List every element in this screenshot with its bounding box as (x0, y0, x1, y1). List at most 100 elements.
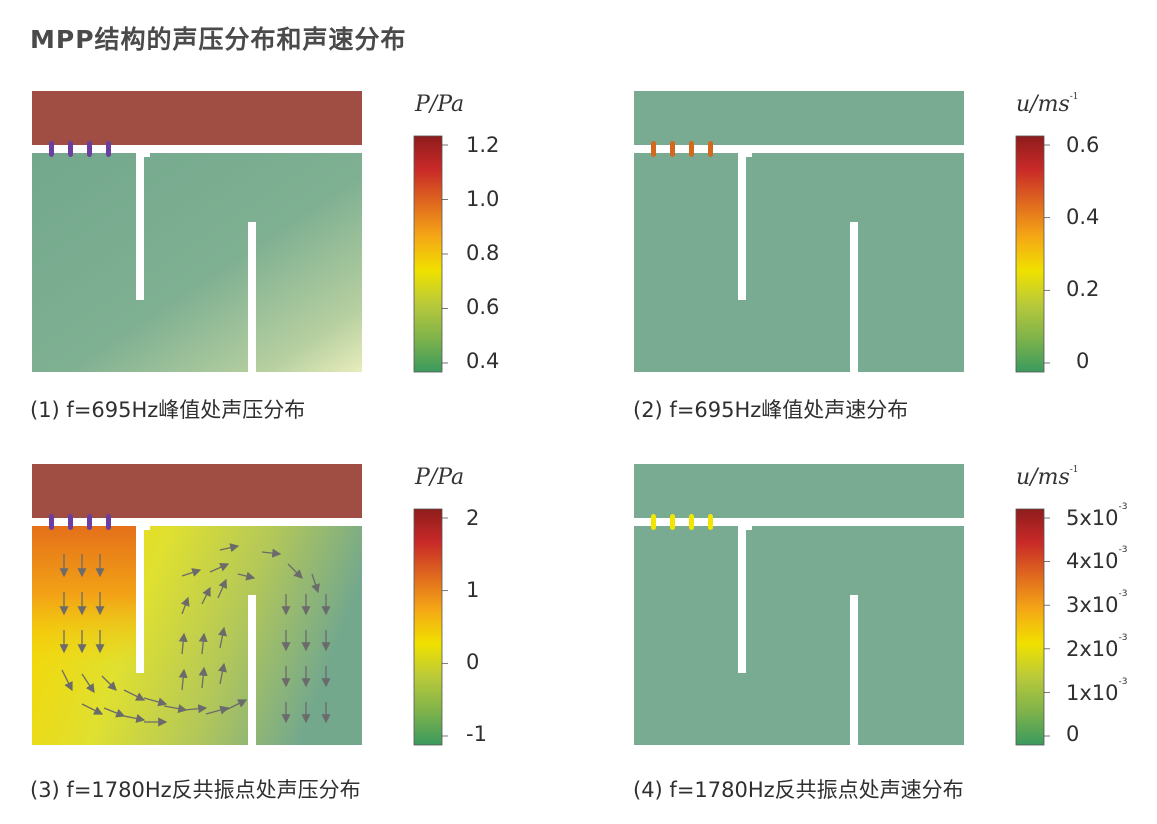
flow-arrow (225, 699, 248, 711)
baffle-right (850, 595, 858, 745)
colorbar-tick-2-1: 0.4 (1066, 205, 1100, 229)
hot-zone (32, 526, 136, 666)
perforation-slot (708, 141, 713, 157)
flow-arrow (178, 668, 188, 691)
flow-arrow (217, 578, 227, 599)
perforation-slot (106, 141, 111, 157)
flow-arrow (311, 573, 320, 594)
colorbar-tick-4-4: 1x10-3 (1066, 677, 1128, 705)
perforation-slot (651, 141, 656, 157)
perforation-slot (68, 141, 73, 157)
gap (144, 524, 150, 530)
perforation-slot (87, 514, 92, 530)
colorbar-tick-1-1: 1.0 (466, 187, 500, 211)
perforation-slot (651, 514, 656, 530)
gap (746, 524, 752, 530)
gap (144, 151, 150, 157)
flow-arrow (198, 666, 208, 689)
colorbar-tick-4-5: 0 (1066, 722, 1080, 746)
flow-arrow (163, 704, 188, 714)
perforation-slot (106, 514, 111, 530)
panel-caption-4: (4) f=1780Hz反共振点处声速分布 (633, 778, 964, 802)
perforation-slot (670, 514, 675, 530)
colorbar-tick-3-1: 1 (466, 578, 480, 602)
flow-arrow (123, 714, 146, 723)
flow-arrow (218, 626, 227, 649)
flow-arrow (209, 563, 230, 573)
baffle-right (248, 222, 256, 372)
perforation-slot (708, 514, 713, 530)
colorbar-tick-3-2: 0 (466, 650, 480, 674)
colorbar-title-2: u/ms-1 (1016, 92, 1079, 117)
flow-arrow (201, 586, 211, 605)
top-cavity (634, 464, 964, 518)
colorbar (1015, 508, 1045, 746)
flow-arrow (218, 662, 227, 685)
colorbar-title-1: P/Pa (415, 92, 465, 117)
perforation-slot (49, 514, 54, 530)
colorbar-tick-1-0: 1.2 (466, 133, 500, 157)
plate-wall (634, 145, 964, 152)
field-region (634, 153, 964, 372)
perforation-slot (670, 141, 675, 157)
flow-arrow (123, 689, 146, 701)
panel-caption-3: (3) f=1780Hz反共振点处声压分布 (30, 778, 361, 802)
plate-wall (32, 145, 362, 152)
page-title: MPP结构的声压分布和声速分布 (30, 25, 407, 54)
baffle-left (136, 524, 144, 673)
perforation-slot (68, 514, 73, 530)
colorbar-tick-1-4: 0.4 (466, 349, 500, 373)
colorbar-tick-2-0: 0.6 (1066, 133, 1100, 157)
colorbar-tick-4-2: 3x10-3 (1066, 589, 1128, 617)
colorbar-tick-4-1: 4x10-3 (1066, 545, 1128, 573)
flow-arrow (103, 707, 126, 718)
flow-arrow (205, 705, 230, 715)
flow-arrow (181, 568, 202, 577)
flow-arrow (143, 697, 168, 707)
perforation-slot (49, 141, 54, 157)
field-region (634, 526, 964, 745)
colorbar-title-3: P/Pa (415, 465, 465, 490)
plate-wall (32, 518, 362, 525)
perforation-slot (689, 514, 694, 530)
flow-arrow (261, 548, 282, 558)
perforation-slot (87, 141, 92, 157)
flow-arrow (287, 563, 303, 579)
flow-arrow (81, 673, 95, 694)
top-cavity (634, 91, 964, 145)
gap (746, 151, 752, 157)
top-cavity (32, 91, 362, 145)
flow-arrow (198, 632, 208, 655)
baffle-left (136, 151, 144, 300)
colorbar-tick-2-3: 0 (1076, 349, 1090, 373)
panel-caption-1: (1) f=695Hz峰值处声压分布 (30, 398, 306, 422)
panel-caption-2: (2) f=695Hz峰值处声速分布 (633, 398, 909, 422)
flow-arrow (178, 632, 188, 655)
colorbar-tick-1-3: 0.6 (466, 295, 500, 319)
field-region (32, 153, 362, 372)
colorbar (413, 508, 443, 746)
flow-arrow (101, 675, 117, 691)
baffle-left (738, 151, 746, 300)
colorbar-tick-4-3: 2x10-3 (1066, 633, 1128, 661)
flow-arrow (237, 571, 256, 581)
colorbar (413, 135, 443, 373)
colorbar-tick-4-0: 5x10-3 (1066, 502, 1128, 530)
colorbar (1015, 135, 1045, 373)
baffle-right (248, 595, 256, 745)
flow-arrow (183, 704, 208, 714)
flow-arrow (61, 669, 73, 692)
colorbar-tick-2-2: 0.2 (1066, 277, 1100, 301)
colorbar-tick-3-0: 2 (466, 506, 480, 530)
perforation-slot (689, 141, 694, 157)
flow-arrow (219, 543, 240, 553)
top-cavity (32, 464, 362, 518)
plate-wall (634, 518, 964, 525)
colorbar-tick-1-2: 0.8 (466, 241, 500, 265)
flow-arrow (181, 596, 190, 615)
colorbar-title-4: u/ms-1 (1016, 465, 1079, 490)
